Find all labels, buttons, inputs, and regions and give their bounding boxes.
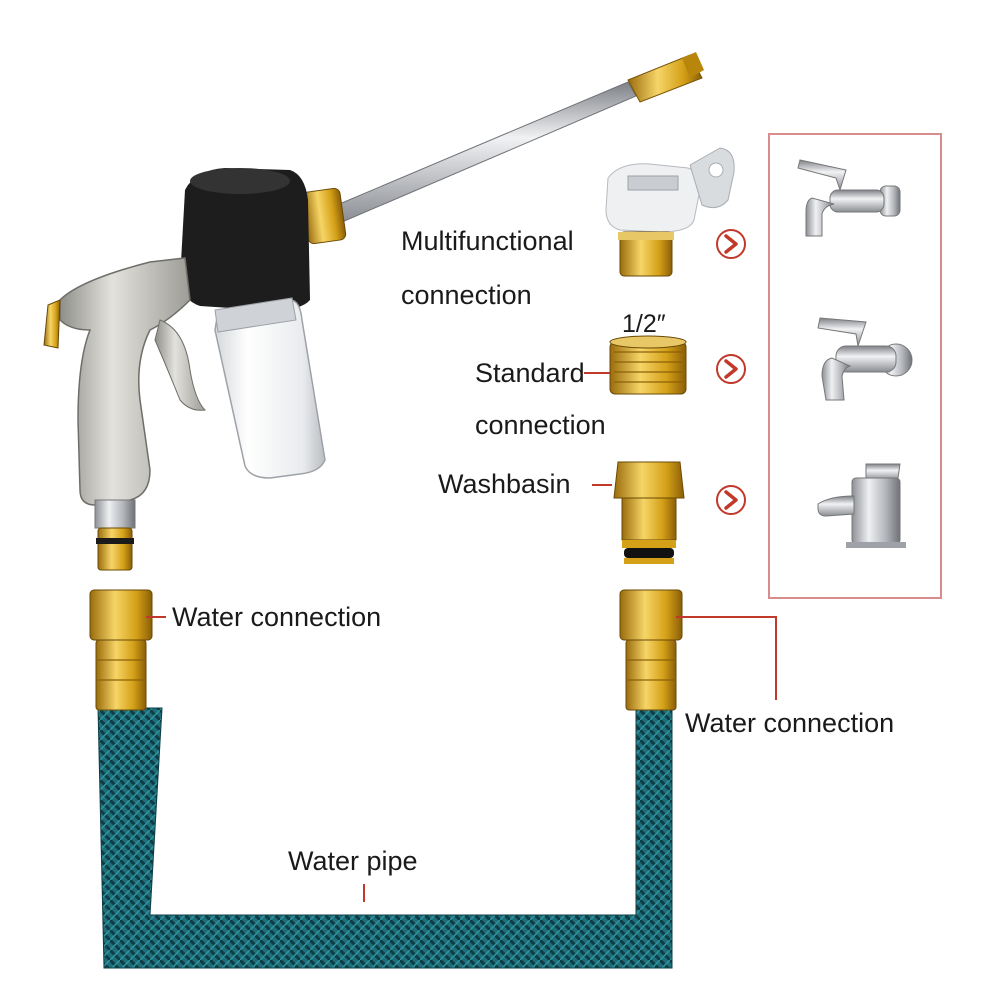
arrow-right-icon: [716, 229, 746, 259]
brass-fitting-icon: [89, 589, 153, 711]
garden-tap-icon: [817, 317, 913, 401]
faucet-frame: [768, 133, 942, 599]
washbasin-label: Washbasin: [438, 469, 571, 499]
multifunctional-adapter-icon: [605, 147, 735, 277]
water-connection-right-label: Water connection: [685, 708, 895, 738]
water-pipe-hose: [97, 707, 673, 969]
leader-lines: [146, 372, 777, 902]
multifunctional-label-line2: connection: [401, 280, 532, 310]
standard-label: Standard: [475, 358, 585, 388]
water-pipe-label: Water pipe: [288, 846, 418, 876]
wall-tap-icon: [797, 159, 901, 237]
basin-mixer-icon: [817, 463, 906, 548]
washbasin-connector-icon: [613, 461, 685, 564]
brass-fitting-icon: [619, 589, 683, 711]
arrow-right-icon: [716, 354, 746, 384]
standard-label-line2: connection: [475, 410, 606, 440]
spray-gun-icon: [43, 52, 704, 571]
standard-connector-icon: [609, 335, 687, 395]
arrow-right-icon: [716, 485, 746, 515]
multifunctional-label: Multifunctional: [401, 226, 574, 256]
size-label: 1/2″: [622, 310, 666, 338]
water-connection-left-label: Water connection: [172, 602, 382, 632]
